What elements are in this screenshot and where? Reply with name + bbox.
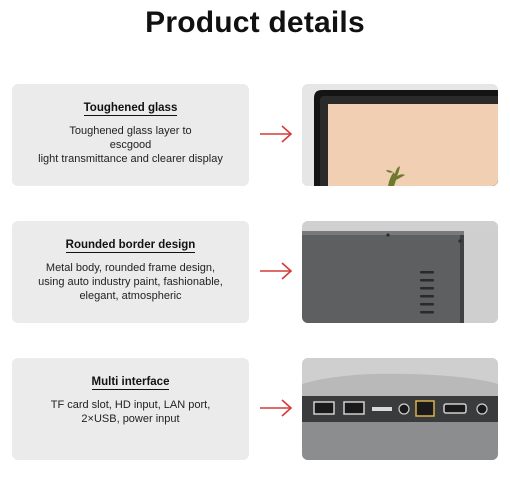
right-arrow-icon	[260, 399, 293, 417]
feature-card: Multi interface TF card slot, HD input, …	[12, 358, 249, 460]
feature-row-border: Rounded border design Metal body, rounde…	[0, 221, 510, 325]
feature-title: Toughened glass	[83, 102, 178, 116]
feature-row-glass: Toughened glass Toughened glass layer to…	[0, 84, 510, 188]
ports-image	[302, 358, 498, 460]
page-title: Product details	[145, 6, 365, 39]
metal-back-image	[302, 221, 498, 323]
right-arrow-icon	[260, 125, 293, 143]
feature-row-interface: Multi interface TF card slot, HD input, …	[0, 358, 510, 462]
right-arrow-icon	[260, 262, 293, 280]
feature-card: Rounded border design Metal body, rounde…	[12, 221, 249, 323]
feature-description: Toughened glass layer to escgood light t…	[38, 125, 223, 165]
feature-card: Toughened glass Toughened glass layer to…	[12, 84, 249, 186]
feature-title: Rounded border design	[65, 239, 196, 253]
feature-title: Multi interface	[91, 376, 170, 390]
feature-description: Metal body, rounded frame design, using …	[38, 262, 223, 302]
feature-description: TF card slot, HD input, LAN port, 2×USB,…	[50, 399, 211, 425]
glass-corner-image	[302, 84, 498, 186]
